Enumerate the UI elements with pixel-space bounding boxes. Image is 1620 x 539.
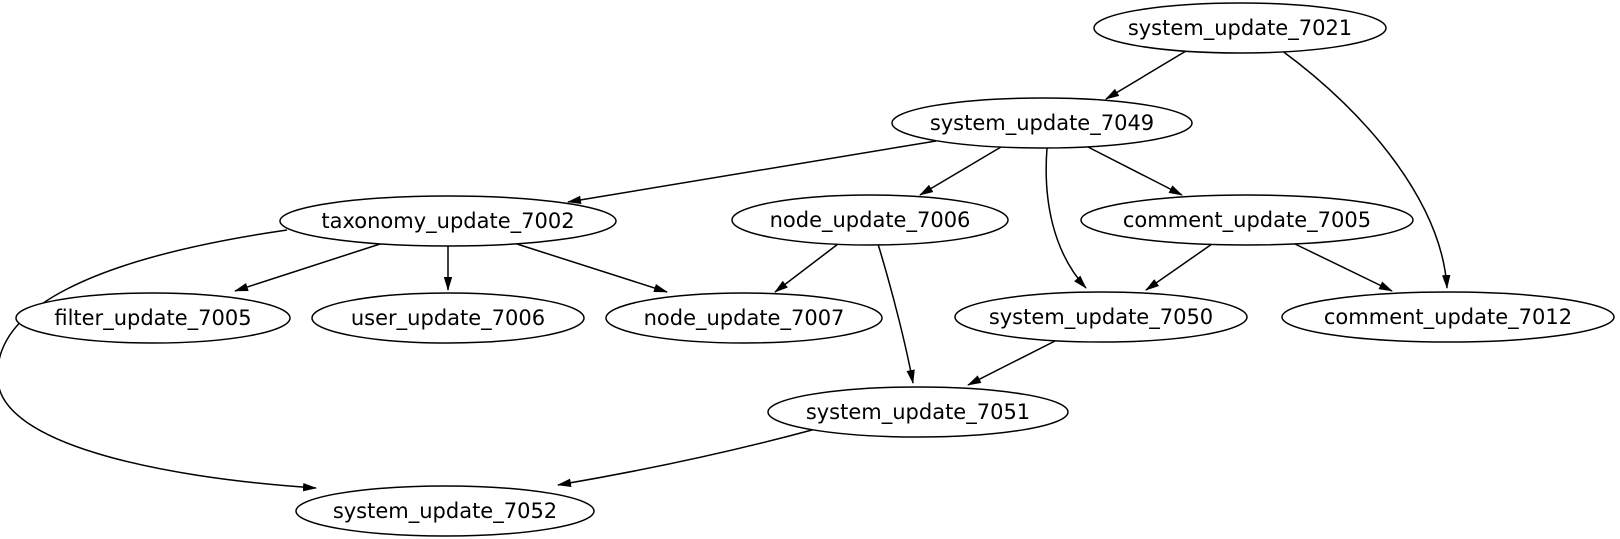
nodes-layer: system_update_7021 system_update_7049taxo… [15, 2, 1615, 537]
node-ellipse [605, 292, 883, 344]
node-label: system_update_7051 [806, 400, 1030, 425]
edge-system_update_7049-to-node_update_7006 [919, 146, 1002, 196]
graph-node-node_update_7006: node_update_7006 [731, 194, 1009, 246]
node-ellipse [767, 386, 1069, 438]
graph-node-user_update_7006: user_update_7006 [311, 292, 585, 344]
graph-node-system_update_7051: system_update_7051 [767, 386, 1069, 438]
edge-system_update_7021-to-system_update_7049 [1105, 50, 1187, 100]
node-label: taxonomy_update_7002 [321, 209, 574, 234]
edge-taxonomy_update_7002-to-filter_update_7005 [234, 243, 381, 292]
node-ellipse [731, 194, 1009, 246]
node-label: system_update_7050 [989, 305, 1213, 330]
node-ellipse [1080, 194, 1414, 246]
graph-node-comment_update_7012: comment_update_7012 [1281, 291, 1615, 343]
edge-system_update_7049-to-taxonomy_update_7002 [567, 140, 937, 205]
graph-node-filter_update_7005: filter_update_7005 [15, 292, 291, 344]
node-ellipse [295, 485, 595, 537]
graph-node-node_update_7007: node_update_7007 [605, 292, 883, 344]
node-label: system_update_7052 [333, 499, 557, 524]
node-ellipse [279, 195, 617, 247]
edge-node_update_7006-to-system_update_7051 [877, 243, 915, 384]
node-ellipse [954, 291, 1248, 343]
node-ellipse [311, 292, 585, 344]
edge-system_update_7021-to-comment_update_7012 [1280, 49, 1451, 289]
edge-taxonomy_update_7002-to-node_update_7007 [516, 243, 668, 293]
node-ellipse [891, 97, 1193, 149]
edge-system_update_7049-to-system_update_7050 [1045, 147, 1087, 289]
edge-comment_update_7005-to-system_update_7050 [1145, 243, 1213, 291]
edge-taxonomy_update_7002-to-system_update_7052 [0, 229, 317, 492]
edge-comment_update_7005-to-comment_update_7012 [1294, 243, 1393, 292]
node-ellipse [1281, 291, 1615, 343]
node-ellipse [1093, 2, 1387, 54]
edge-node_update_7006-to-node_update_7007 [774, 243, 839, 293]
node-label: node_update_7006 [770, 208, 971, 233]
node-label: system_update_7049 [930, 111, 1154, 136]
graph-node-system_update_7049: system_update_7049 [891, 97, 1193, 149]
edge-system_update_7049-to-comment_update_7005 [1087, 146, 1183, 196]
node-ellipse [15, 292, 291, 344]
node-label: filter_update_7005 [54, 306, 251, 331]
edge-system_update_7050-to-system_update_7051 [967, 340, 1056, 386]
graph-node-taxonomy_update_7002: taxonomy_update_7002 [279, 195, 617, 247]
node-label: comment_update_7005 [1123, 208, 1371, 233]
graph-node-system_update_7021: system_update_7021 [1093, 2, 1387, 54]
node-label: system_update_7021 [1128, 16, 1352, 41]
edges-layer [0, 49, 1451, 492]
node-label: user_update_7006 [351, 306, 545, 331]
graph-node-system_update_7052: system_update_7052 [295, 485, 595, 537]
graph-node-comment_update_7005: comment_update_7005 [1080, 194, 1414, 246]
edge-system_update_7051-to-system_update_7052 [557, 429, 813, 487]
graph-node-system_update_7050: system_update_7050 [954, 291, 1248, 343]
node-label: comment_update_7012 [1324, 305, 1572, 330]
node-label: node_update_7007 [644, 306, 845, 331]
